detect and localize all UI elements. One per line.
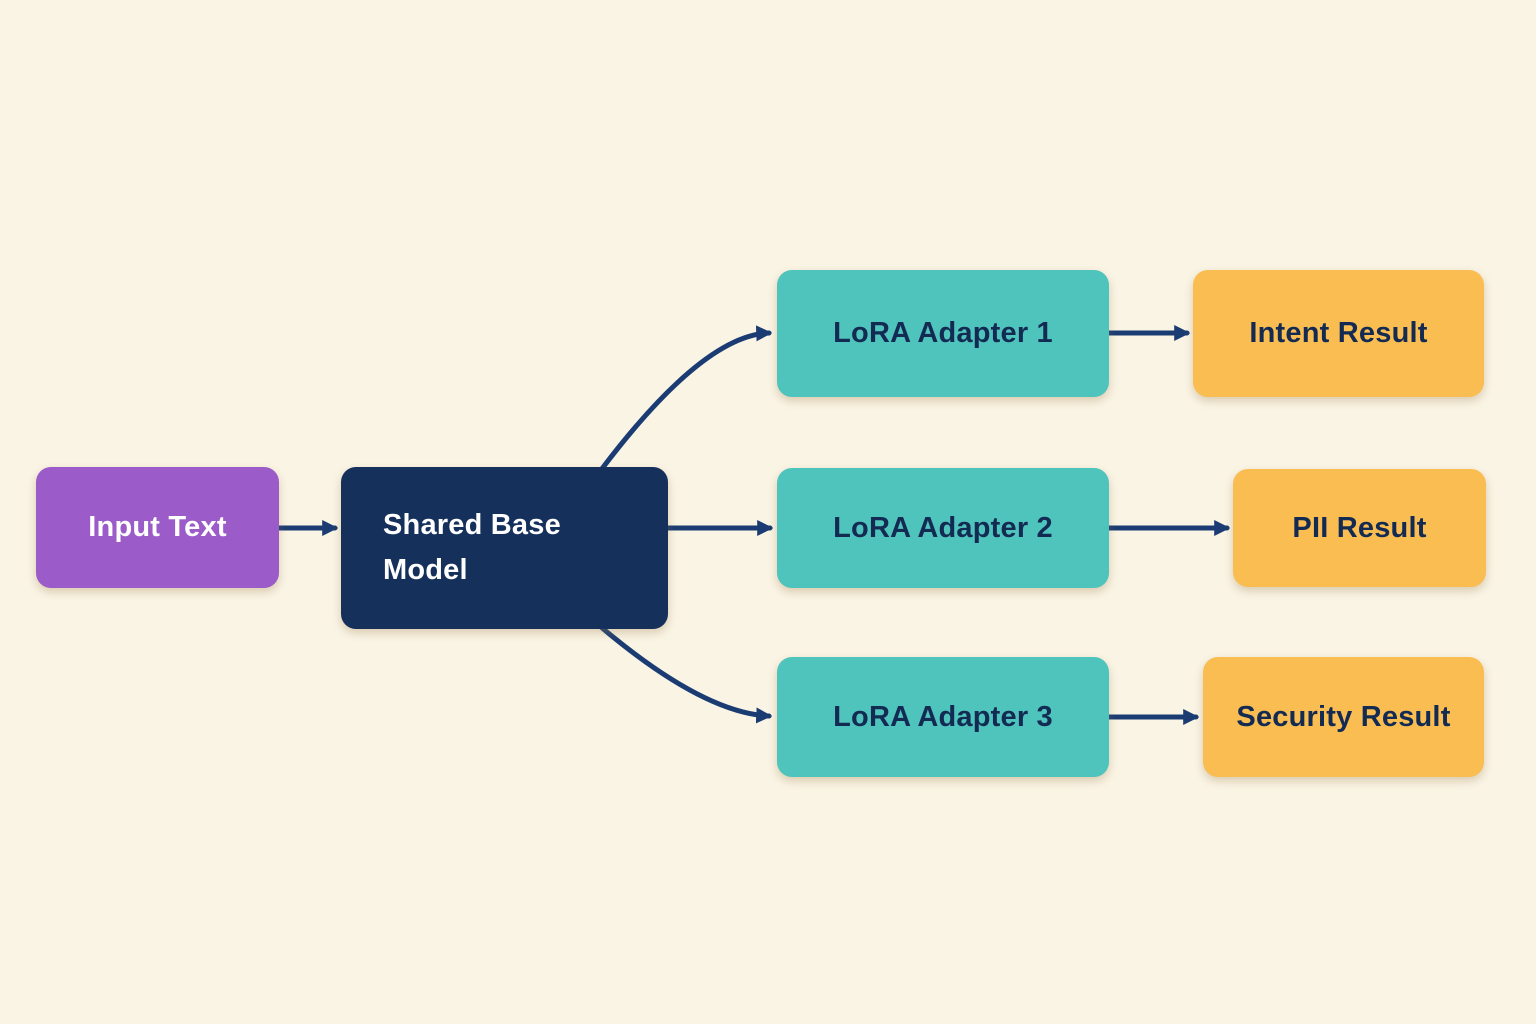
- node-security-result: Security Result: [1203, 657, 1484, 777]
- node-shared-base-model: Shared Base Model: [341, 467, 668, 629]
- node-pii-result: PII Result: [1233, 469, 1486, 587]
- edge-base-to-adapter3: [598, 624, 773, 724]
- node-label-input-text: Input Text: [88, 511, 227, 543]
- node-label-lora-adapter-2: LoRA Adapter 2: [833, 511, 1053, 544]
- node-intent-result: Intent Result: [1193, 270, 1484, 397]
- node-label-lora-adapter-1: LoRA Adapter 1: [833, 317, 1053, 349]
- node-label-pii-result: PII Result: [1292, 511, 1427, 544]
- node-label-lora-adapter-3: LoRA Adapter 3: [833, 700, 1053, 733]
- node-lora-adapter-2: LoRA Adapter 2: [777, 468, 1109, 588]
- node-lora-adapter-3: LoRA Adapter 3: [777, 657, 1109, 777]
- node-label-security-result: Security Result: [1236, 700, 1451, 733]
- node-lora-adapter-1: LoRA Adapter 1: [777, 270, 1109, 397]
- node-label-intent-result: Intent Result: [1249, 317, 1428, 349]
- node-input-text: Input Text: [36, 467, 279, 588]
- node-label-shared-base-model: Shared Base Model: [383, 509, 561, 586]
- edge-base-to-adapter1: [598, 325, 773, 473]
